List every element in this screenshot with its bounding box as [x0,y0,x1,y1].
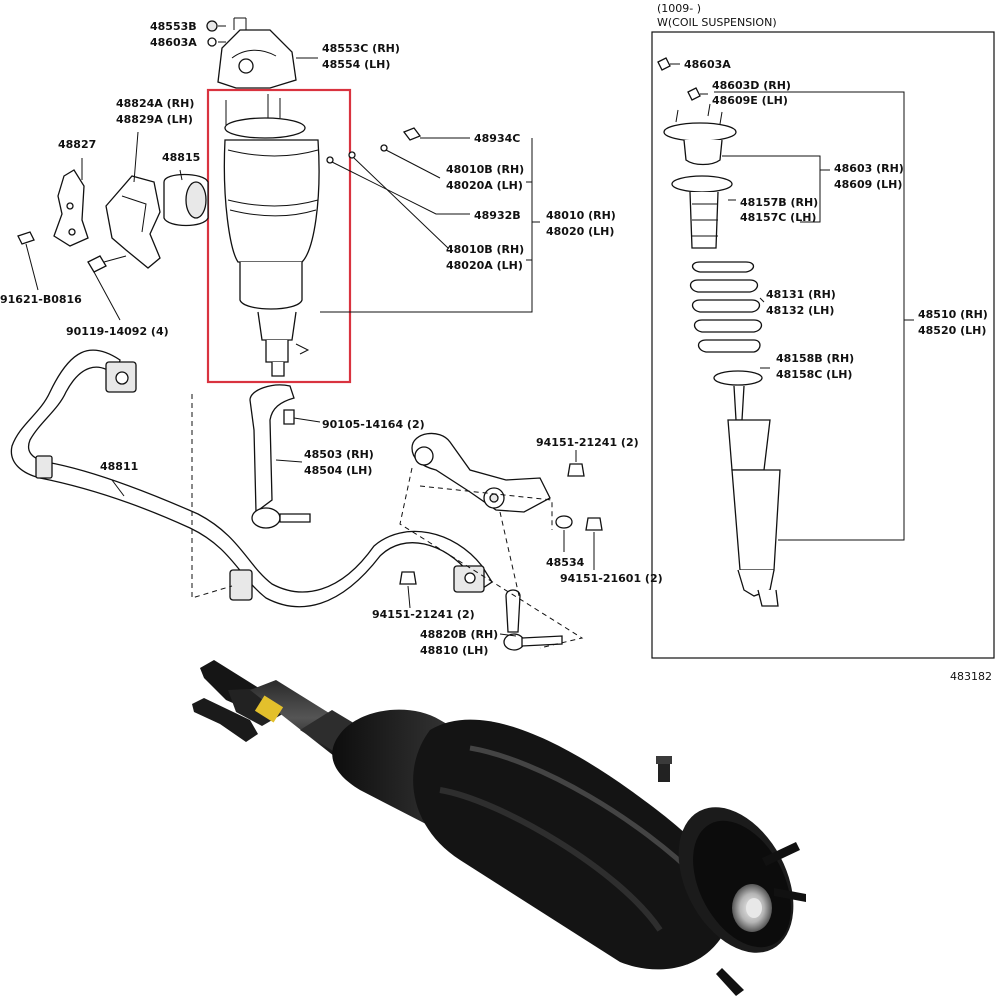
stabilizer-bar-part [10,349,493,608]
label-48603d: 48603D (RH) [712,79,791,92]
label-48510: 48510 (RH) [918,308,988,321]
label-48020: 48020 (LH) [546,225,614,238]
label-48934c: 48934C [474,132,520,145]
label-48157b: 48157B (RH) [740,196,818,209]
label-48010b-1: 48010B (RH) [446,163,524,176]
bracket-48827-part [53,169,89,247]
bracket-48824a-part [105,175,161,269]
label-48603a-top: 48603A [150,36,197,49]
coil-strut-part [657,57,781,607]
label-48553b: 48553B [150,20,197,33]
nut-94151-b-shape [585,517,603,531]
air-strut-product-image [192,660,806,996]
label-90105: 90105-14164 (2) [322,418,425,431]
washer-48534-shape [555,515,573,529]
label-48158b: 48158B (RH) [776,352,854,365]
washer-48603a-shape [207,37,217,47]
bolt-90119-shape [87,255,107,273]
label-91621: 91621-B0816 [0,293,82,306]
bolt-90105-shape [283,409,295,425]
label-48554: 48554 (LH) [322,58,390,71]
label-48815: 48815 [162,151,200,164]
label-48609e: 48609E (LH) [712,94,788,107]
label-48553c: 48553C (RH) [322,42,400,55]
label-48810: 48810 (LH) [420,644,488,657]
label-48020a-1: 48020A (LH) [446,179,523,192]
label-48932b: 48932B [474,209,521,222]
label-48603a-right: 48603A [684,58,731,71]
label-48158c: 48158C (LH) [776,368,852,381]
bolt-91621-shape [17,231,35,245]
o-ring-b [380,144,388,152]
label-48609: 48609 (LH) [834,178,902,191]
highlight-box [206,88,352,384]
label-48520: 48520 (LH) [918,324,986,337]
label-48824a: 48824A (RH) [116,97,194,110]
bushing-48815-part [163,173,209,227]
label-48829a: 48829A (LH) [116,113,193,126]
label-48811: 48811 [100,460,138,473]
coil-suspension-box [651,31,995,659]
upper-support-part [206,17,297,89]
label-48010b-2: 48010B (RH) [446,243,524,256]
label-48010: 48010 (RH) [546,209,616,222]
label-48131: 48131 (RH) [766,288,836,301]
label-48020a-2: 48020A (LH) [446,259,523,272]
stabilizer-link-part [503,589,563,651]
box-header-title: W(COIL SUSPENSION) [657,16,777,29]
label-90119: 90119-14092 (4) [66,325,169,338]
diagram-number: 483182 [950,670,992,683]
label-48534: 48534 [546,556,585,569]
lower-arm-part [399,432,603,585]
box-header-date: (1009- ) [657,2,701,15]
fitting-48934c-shape [402,127,422,141]
label-48157c: 48157C (LH) [740,211,816,224]
fork-48503-part [249,384,311,529]
air-spring-part [223,94,320,377]
label-48504: 48504 (LH) [304,464,372,477]
label-48827: 48827 [58,138,96,151]
label-48603: 48603 (RH) [834,162,904,175]
label-94151-b: 94151-21601 (2) [560,572,663,585]
label-94151-a: 94151-21241 (2) [536,436,639,449]
o-ring-c [326,156,334,164]
nut-48553b-shape [206,20,218,32]
nut-94151-c-shape [399,571,417,585]
label-94151-c: 94151-21241 (2) [372,608,475,621]
label-48503: 48503 (RH) [304,448,374,461]
o-ring-a [348,151,356,159]
nut-94151-a-shape [567,463,585,477]
label-48820b: 48820B (RH) [420,628,498,641]
label-48132: 48132 (LH) [766,304,834,317]
